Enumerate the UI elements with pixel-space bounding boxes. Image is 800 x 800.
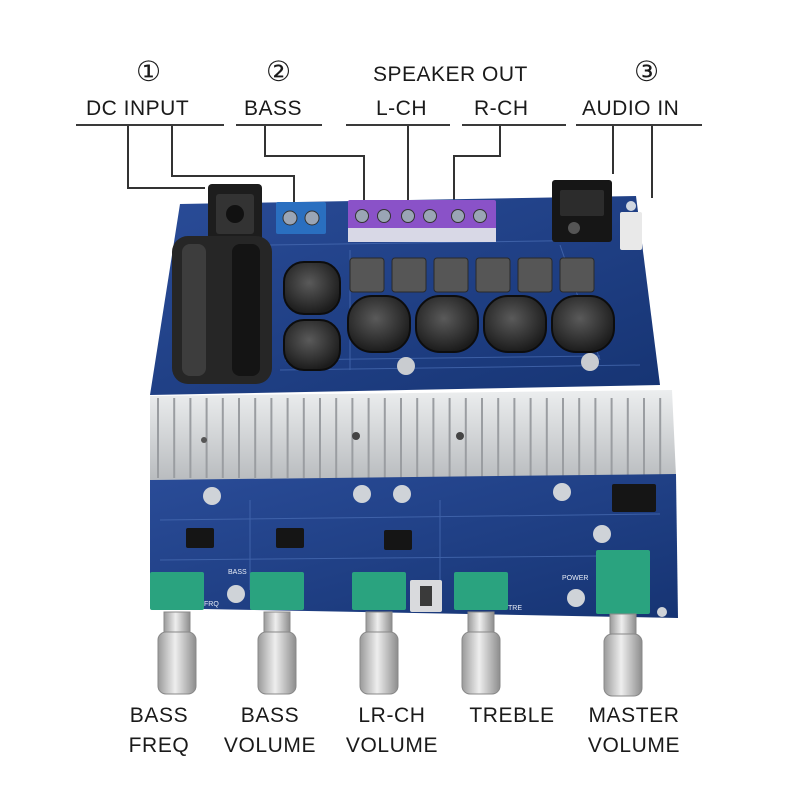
- big-capacitor: [172, 236, 272, 384]
- leader-bass: [264, 124, 365, 200]
- pot-shafts: [157, 611, 643, 697]
- underline-dc-input: [76, 124, 224, 126]
- leader-lines: [127, 124, 653, 202]
- silk-power: POWER: [562, 575, 588, 582]
- leader-dc-input-2: [171, 124, 295, 202]
- label-master-volume: MASTER VOLUME: [572, 701, 696, 761]
- silk-freq: FRQ: [204, 601, 219, 608]
- ics: [186, 484, 656, 550]
- label-lr-ch-volume: LR-CH VOLUME: [332, 701, 452, 761]
- label-treble: TREBLE: [452, 701, 572, 731]
- inductors: [283, 261, 615, 371]
- label-lr-ch-volume-line1: LR-CH: [358, 704, 426, 727]
- label-bass: BASS: [244, 97, 303, 120]
- label-bass-freq-line1: BASS: [129, 704, 189, 727]
- label-bass-volume: BASS VOLUME: [210, 701, 330, 761]
- label-lr-ch-volume-line2: VOLUME: [345, 734, 439, 757]
- silk-treble: TRE: [508, 605, 522, 612]
- callout-number-1: ①: [136, 55, 162, 88]
- leader-dc-input-1: [127, 124, 205, 189]
- label-speaker-out: SPEAKER OUT: [373, 63, 528, 86]
- callout-number-3: ③: [634, 55, 660, 88]
- underline-bass: [236, 124, 322, 126]
- label-l-ch: L-CH: [376, 97, 428, 120]
- label-master-volume-line2: VOLUME: [587, 734, 681, 757]
- label-dc-input: DC INPUT: [86, 97, 190, 120]
- label-master-volume-line1: MASTER: [588, 704, 680, 727]
- audio-jack: [552, 180, 642, 250]
- underline-l-ch: [346, 124, 450, 126]
- leader-r-ch: [453, 124, 501, 200]
- label-bass-freq: BASS FREQ: [112, 701, 206, 761]
- film-capacitors: [349, 257, 595, 293]
- callout-number-2: ②: [266, 55, 292, 88]
- underline-r-ch: [462, 124, 566, 126]
- label-bass-freq-line2: FREQ: [128, 734, 190, 757]
- label-r-ch: R-CH: [474, 97, 529, 120]
- potentiometers: [150, 550, 650, 614]
- heatsink: [150, 390, 676, 480]
- label-treble-line1: TREBLE: [469, 704, 555, 727]
- label-bass-volume-line2: VOLUME: [223, 734, 317, 757]
- underline-audio-in: [576, 124, 702, 126]
- speaker-terminals: [348, 200, 496, 242]
- silk-bass: BASS: [228, 569, 247, 576]
- dc-jack: [208, 184, 262, 246]
- dc-terminal: [276, 202, 326, 234]
- label-bass-volume-line1: BASS: [240, 704, 300, 727]
- label-audio-in: AUDIO IN: [582, 97, 680, 120]
